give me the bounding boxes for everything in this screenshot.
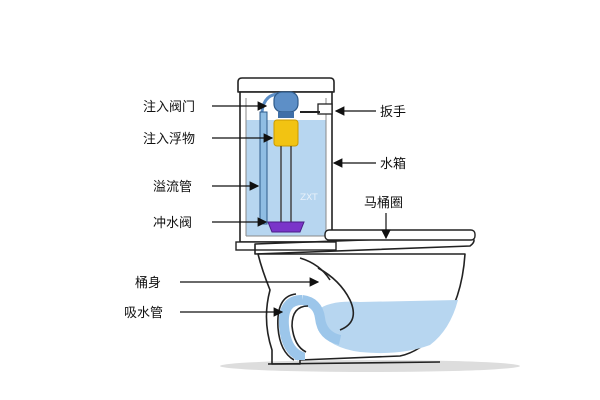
label-seat: 马桶圈 — [364, 196, 403, 211]
watermark: ZXT — [300, 193, 318, 203]
float — [273, 119, 299, 147]
flush-valve — [267, 221, 305, 233]
label-tank: 水箱 — [380, 156, 406, 172]
siphon-channel — [278, 295, 305, 361]
label-float: 注入浮物 — [143, 132, 195, 147]
label-flush-valve: 冲水阀 — [153, 216, 192, 231]
overflow-tube — [259, 111, 268, 225]
fill-tube — [280, 146, 292, 222]
label-handle: 扳手 — [380, 104, 406, 120]
seat-top — [324, 229, 476, 241]
leaders — [180, 101, 391, 317]
label-siphon: 吸水管 — [124, 306, 163, 321]
label-inlet-valve: 注入阀门 — [143, 100, 195, 115]
bowl-water — [318, 300, 458, 354]
tank-lid — [237, 77, 335, 93]
handle — [300, 103, 333, 115]
label-overflow-tube: 溢流管 — [153, 180, 192, 195]
bowl — [254, 229, 476, 365]
label-bowl-body: 桶身 — [135, 275, 161, 291]
floor-shadow — [220, 360, 520, 372]
